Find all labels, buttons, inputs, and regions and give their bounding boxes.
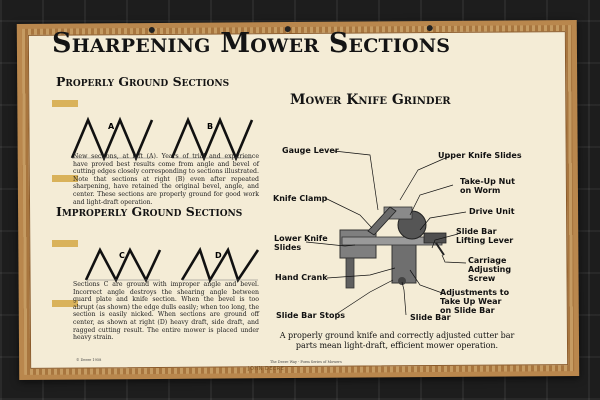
- poster-title: Sharpening Mower Sections: [52, 28, 451, 59]
- grinder-caption: A properly ground knife and correctly ad…: [279, 331, 515, 350]
- label-adjustments: Adjustments to Take Up Wear on Slide Bar: [440, 288, 510, 315]
- grinder-heading: Mower Knife Grinder: [290, 92, 451, 108]
- gold-marker: [52, 240, 78, 247]
- label-drive-unit: Drive Unit: [469, 207, 515, 216]
- label-slide-bar-lifting-lever: Slide Bar Lifting Lever: [456, 227, 514, 245]
- section-c-outline: [84, 247, 162, 283]
- label-knife-clamp: Knife Clamp: [273, 194, 328, 203]
- improperly-ground-sections-diagram: C D: [84, 246, 260, 284]
- label-slide-bar-stops: Slide Bar Stops: [276, 311, 345, 320]
- new-sections-text: New sections, at left (A). Years of tria…: [73, 153, 259, 206]
- gold-marker: [52, 100, 78, 107]
- label-upper-knife-slides: Upper Knife Slides: [438, 151, 522, 160]
- label-take-up-nut: Take-Up Nut on Worm: [460, 177, 515, 195]
- label-hand-crank: Hand Crank: [275, 273, 328, 282]
- copyright-note: © Deere 1958: [76, 358, 102, 362]
- label-slide-bar: Slide Bar: [410, 313, 451, 322]
- brand-name: JOHN DEERE: [248, 366, 285, 372]
- section-c-text: Sections C are ground with improper angl…: [73, 281, 259, 342]
- section-label-c: C: [119, 251, 125, 260]
- section-d-outline: [180, 246, 260, 284]
- section-a-outline: [70, 116, 154, 162]
- section-label-d: D: [215, 251, 222, 260]
- improperly-ground-heading: Improperly Ground Sections: [56, 204, 243, 219]
- section-b-outline: [170, 116, 254, 162]
- label-gauge-lever: Gauge Lever: [282, 146, 339, 155]
- gold-marker: [52, 175, 78, 182]
- footer-note: The Deere Way - Form Series of Mowers: [270, 360, 342, 364]
- section-label-b: B: [207, 122, 213, 131]
- properly-ground-sections-diagram: A B: [70, 116, 254, 162]
- gold-marker: [52, 300, 78, 307]
- properly-ground-heading: Properly Ground Sections: [56, 74, 230, 89]
- mower-knife-grinder-illustration: [339, 206, 447, 289]
- section-label-a: A: [108, 122, 115, 131]
- label-carriage-adjusting-screw: Carriage Adjusting Screw: [468, 256, 512, 283]
- label-lower-knife-slides: Lower Knife Slides: [274, 234, 328, 252]
